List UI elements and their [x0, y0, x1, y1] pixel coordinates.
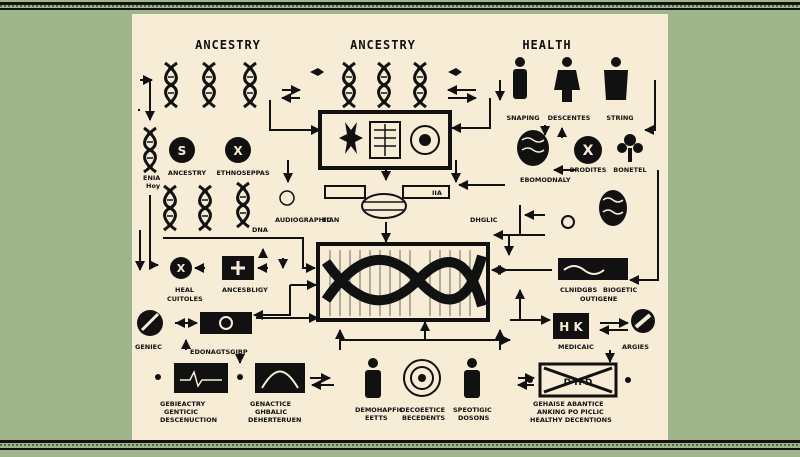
- top-border: [0, 2, 800, 10]
- x-letter: X: [233, 144, 243, 158]
- mandala-icon: [403, 359, 441, 397]
- label-right-2: ANKING PO PICLIC: [537, 408, 604, 416]
- cylinder-icon: [361, 193, 407, 219]
- label-desc-1: DECOEETICE: [400, 406, 445, 414]
- s-letter: S: [178, 144, 187, 158]
- mandala-icon: [410, 125, 440, 155]
- label-brodites: BRODITES: [570, 166, 607, 174]
- label-dem-2: EETTS: [365, 414, 388, 422]
- label-gen-1: GENACTICE: [250, 400, 291, 408]
- label-dem-1: DEMOHAPFIC: [355, 406, 404, 414]
- hk-box-icon: [553, 313, 589, 339]
- label-ethnosepas: ETHNOSEPPAS: [216, 169, 269, 177]
- label-right-1: GEHAISE ABANTICE: [533, 400, 604, 408]
- brain-icon: [517, 130, 549, 166]
- label-gbi-1: GEBIEACTRY: [160, 400, 205, 408]
- x-badge-icon: [225, 137, 251, 163]
- label-xdhx: D H D: [564, 378, 593, 388]
- label-dna: DNA: [252, 226, 268, 234]
- label-desc-2: BECEDENTS: [402, 414, 445, 422]
- header-center: ANCESTRY: [350, 38, 416, 52]
- label-ancesbligy: ANCESBLIGY: [222, 286, 268, 294]
- label-cuitoles: CUITOLES: [167, 295, 203, 303]
- label-biogetic: BIOGETIC: [603, 286, 638, 294]
- label-ebomodnaly: EBOMODNALY: [520, 176, 571, 184]
- label-enia: ENIA: [143, 174, 160, 182]
- label-ancestry-small: ANCESTRY: [168, 169, 206, 177]
- label-hoy: Hoy: [146, 182, 161, 190]
- gene-panel-icon: [558, 258, 628, 280]
- central-dna-frame: [316, 242, 490, 322]
- chart-panel-icon: [369, 121, 401, 159]
- label-hk: H K: [559, 320, 583, 334]
- label-spec-1: SPEOTIGIC: [453, 406, 492, 414]
- brain-icon: [599, 190, 627, 226]
- label-bonetel: BONETEL: [613, 166, 646, 174]
- label-gen-3: DEHERTERUEN: [248, 416, 301, 424]
- x-letter: X: [583, 143, 594, 159]
- person-figure-icon: [513, 57, 628, 102]
- label-clnidgbs: CLNIDGBS: [560, 286, 597, 294]
- s-badge-icon: [169, 137, 195, 163]
- wheelchair-icon: [279, 190, 295, 206]
- header-right: HEALTH: [522, 38, 571, 52]
- target-icon: [561, 215, 575, 229]
- x-badge-icon: [170, 257, 192, 279]
- label-edonagtsgibp: EDONAGTSGIBP: [190, 348, 248, 356]
- label-dhglic: DHGLIC: [470, 216, 498, 224]
- cell-panel-icon: [200, 312, 252, 334]
- label-gbi-2: GENTICIC: [164, 408, 198, 416]
- helix-panel-icon: [255, 363, 305, 393]
- label-string: STRING: [606, 114, 633, 122]
- label-spec-2: DOSONS: [458, 414, 490, 422]
- x-letter: X: [177, 262, 186, 275]
- label-tian: TIAN: [322, 216, 339, 224]
- connector-box-right: [402, 185, 450, 199]
- label-iia: IIA: [432, 189, 442, 197]
- label-snaping: SNAPING: [506, 114, 539, 122]
- x-badge-icon: [574, 136, 602, 164]
- label-descentes: DESCENTES: [548, 114, 591, 122]
- label-gbi-3: DESCENUCTION: [160, 416, 217, 424]
- label-gen-2: GHBALIC: [255, 408, 287, 416]
- bottom-border: [0, 440, 800, 450]
- label-medicaic: MEDICAIC: [558, 343, 594, 351]
- label-heal: HEAL: [175, 286, 194, 294]
- label-right-3: HEALTHY DECENTIONS: [530, 416, 612, 424]
- label-geniec: GENIEC: [135, 343, 162, 351]
- tree-of-life-icon: [339, 122, 363, 154]
- label-outignie: OUTIGENE: [580, 295, 617, 303]
- connector-arrows: [135, 80, 659, 390]
- label-audiographic: AUDIOGRAPHIC: [275, 216, 331, 224]
- label-argies: ARGIES: [622, 343, 649, 351]
- connector-box-left: [324, 185, 366, 199]
- tree-icon: [617, 134, 643, 162]
- header-left: ANCESTRY: [195, 38, 261, 52]
- dh-box-icon: [538, 362, 618, 398]
- graph-panel-icon: [174, 363, 228, 393]
- person-figure-icon: [365, 358, 480, 398]
- dna-strand: [321, 257, 487, 308]
